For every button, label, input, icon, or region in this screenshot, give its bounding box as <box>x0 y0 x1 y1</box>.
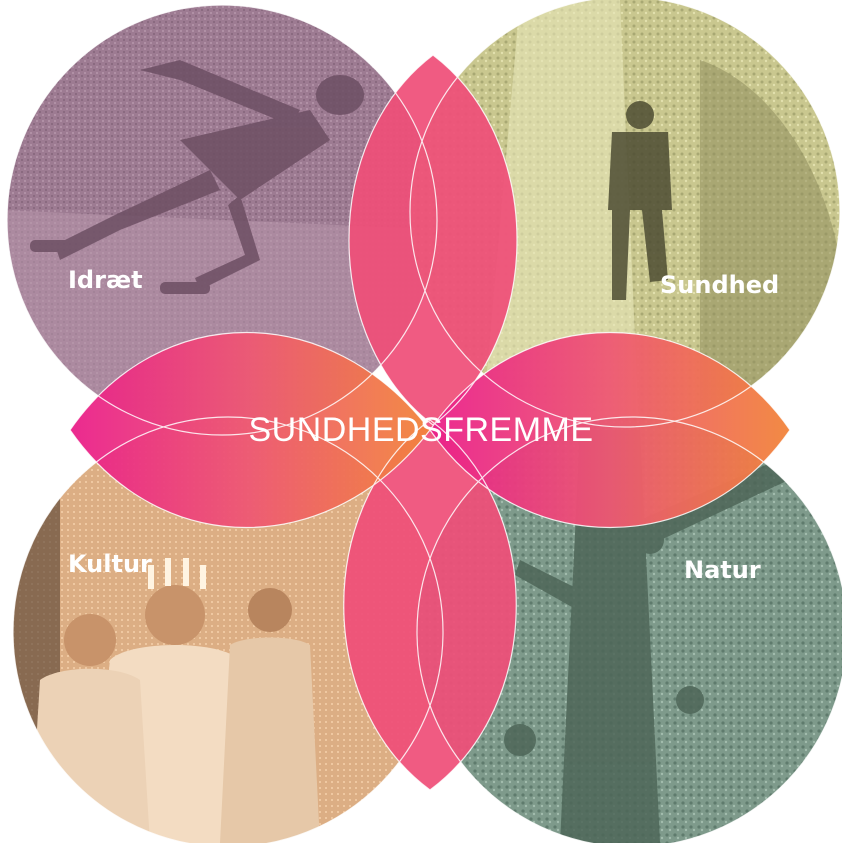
petal-bottom <box>343 420 517 790</box>
petal-top <box>349 55 517 425</box>
children-photo <box>30 558 320 843</box>
label-kultur: Kultur <box>68 550 152 578</box>
petal-left <box>70 332 430 528</box>
center-title: SUNDHEDSFREMME <box>248 411 593 449</box>
label-sundhed: Sundhed <box>660 271 779 299</box>
tree-photo <box>504 430 810 843</box>
skater-photo <box>30 60 364 294</box>
petal-right <box>430 332 790 528</box>
label-natur: Natur <box>684 556 761 584</box>
circle-outlines <box>6 0 842 843</box>
runner-photo <box>608 101 672 300</box>
label-idraet: Idræt <box>68 266 143 294</box>
petals <box>70 55 790 790</box>
